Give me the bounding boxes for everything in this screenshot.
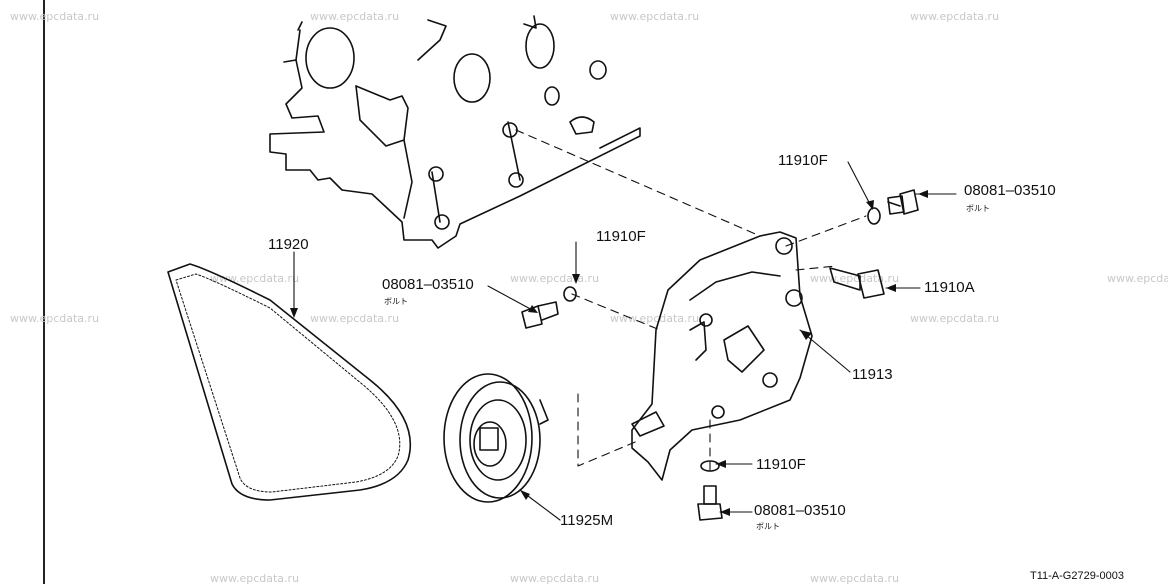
label-bolt-11910a: 11910A — [924, 279, 975, 296]
label-bolt-right-top-sub: ボルト — [966, 204, 990, 213]
watermark: www.epcdata.ru — [610, 10, 700, 23]
washer-bottom — [700, 460, 720, 472]
figure-code: T11-A-G2729-0003 — [1030, 570, 1124, 582]
label-pulley: 11925M — [560, 512, 614, 529]
bolt-right-top — [887, 189, 919, 215]
label-bolt-center-sub: ボルト — [384, 297, 408, 306]
watermark: www.epcdata.ru — [910, 312, 1000, 325]
left-border-line — [43, 0, 45, 584]
label-belt: 11920 — [268, 236, 309, 253]
watermark: www.epcdata.ru — [810, 572, 900, 585]
arrowheads — [290, 190, 928, 516]
idler-pulley — [443, 373, 549, 503]
label-bolt-right-top: 08081–03510 — [964, 182, 1056, 199]
bracket — [631, 231, 813, 481]
label-bolt-bottom-sub: ボルト — [756, 522, 780, 531]
bolt-11910a — [829, 267, 885, 299]
watermark: www.epcdata.ru — [310, 10, 400, 23]
bolt-bottom — [697, 485, 723, 521]
washer-right — [867, 207, 881, 225]
watermark: www.epcdata.ru — [210, 572, 300, 585]
watermark: www.epcdata.ru — [910, 10, 1000, 23]
label-bolt-center: 08081–03510 — [382, 276, 474, 293]
label-bracket: 11913 — [852, 366, 893, 383]
assembly-lines — [515, 129, 867, 471]
label-washer-bottom: 11910F — [756, 456, 806, 473]
drive-belt — [167, 263, 412, 501]
label-washer-right: 11910F — [778, 152, 828, 169]
watermark: www.epcdata.ru — [10, 10, 100, 23]
label-bolt-bottom: 08081–03510 — [754, 502, 846, 519]
watermark: www.epcdata.ru — [510, 572, 600, 585]
engine-block — [269, 15, 641, 249]
watermark: www.epcdata.ru — [1107, 272, 1168, 285]
washer-center — [563, 286, 577, 302]
bolt-center — [521, 301, 559, 329]
watermark: www.epcdata.ru — [10, 312, 100, 325]
watermark: www.epcdata.ru — [310, 312, 400, 325]
watermark: www.epcdata.ru — [610, 312, 700, 325]
label-washer-center: 11910F — [596, 228, 646, 245]
leader-lines — [293, 161, 957, 521]
